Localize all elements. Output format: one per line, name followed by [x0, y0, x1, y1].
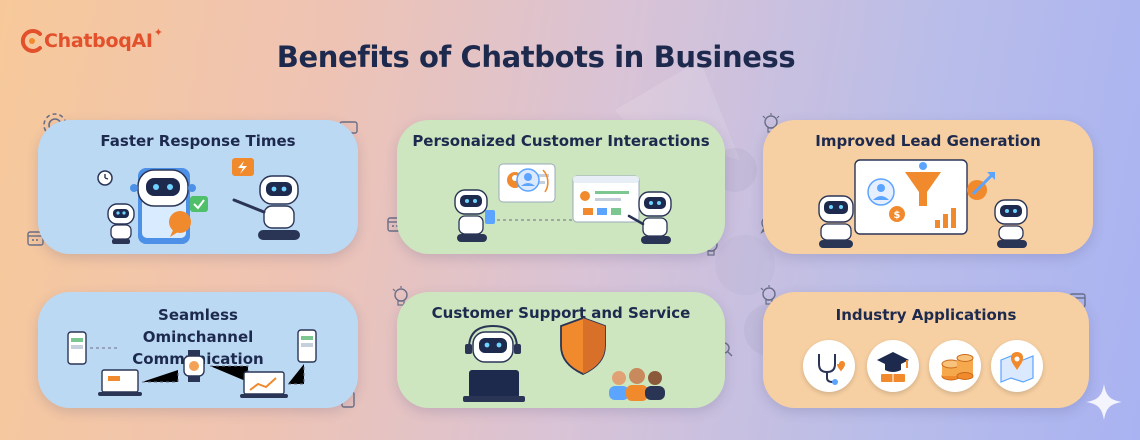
smartwatch-icon: [183, 350, 205, 382]
graduation-cap-book-icon: [867, 340, 919, 392]
page-title: Benefits of Chatbots in Business: [276, 40, 796, 74]
card-customer-support: Customer Support and Service: [397, 292, 725, 408]
lead-generation-illustration: $: [818, 159, 1028, 248]
customers-group-icon: [609, 368, 665, 401]
smartphone-icon: [297, 329, 317, 363]
robot-pointing: [232, 175, 300, 240]
robot-right: [627, 191, 672, 244]
faster-response-illustration: [97, 158, 300, 244]
card-personalized-interactions: Personaized Customer Interactions: [397, 120, 725, 254]
customer-support-illustration: [463, 317, 665, 402]
card-title: Customer Support and Service: [431, 304, 691, 322]
robot-small: [107, 203, 135, 244]
sparkle-icon: [1086, 384, 1122, 420]
laptop-icon: [98, 369, 142, 396]
shield-icon: [560, 317, 606, 375]
personalized-interactions-illustration: [454, 163, 672, 244]
svg-text:$: $: [894, 210, 901, 221]
stethoscope-heart-icon: [803, 340, 855, 392]
card-title: Improved Lead Generation: [815, 132, 1041, 150]
sparkle-icon: ✦: [153, 26, 163, 39]
growth-arrow-icon: [967, 172, 995, 200]
coin-stack-icon: [929, 340, 981, 392]
dollar-coin-icon: $: [889, 206, 905, 222]
whiteboard-screen-icon: [854, 159, 968, 235]
robot-main: [130, 169, 196, 207]
card-omnichannel-communication: Seamless Ominchannel Communication: [38, 292, 358, 408]
card-improved-lead-generation: Improved Lead Generation $: [763, 120, 1093, 254]
clock-icon: [97, 170, 113, 186]
robot-left: [454, 189, 495, 242]
chatbot-logo-icon: [20, 29, 42, 53]
card-title: Personaized Customer Interactions: [412, 132, 710, 150]
card-title: Faster Response Times: [100, 132, 296, 150]
robot-right: [994, 199, 1028, 248]
brand-name: ChatboqAI: [44, 30, 153, 52]
orange-chat-bubble-icon: [169, 211, 191, 237]
laptop-chart-icon: [240, 371, 288, 398]
smartphone-icon: [67, 331, 87, 365]
funnel-icon: [905, 162, 941, 206]
robot-headset: [465, 324, 521, 363]
lightning-bubble-icon: [232, 158, 254, 176]
card-title: Industry Applications: [835, 306, 1017, 324]
card-industry-applications: Industry Applications: [763, 292, 1089, 408]
laptop-icon: [463, 370, 525, 402]
brand-logo: ChatboqAI ✦: [20, 26, 163, 54]
omnichannel-illustration: [67, 329, 317, 398]
card-faster-response-times: Faster Response Times: [38, 120, 358, 254]
map-pin-icon: [991, 340, 1043, 392]
robot-left: [818, 195, 854, 248]
bar-chart-icon: [935, 208, 956, 228]
avatar-circle-icon: [516, 168, 549, 193]
checkmark-icon: [190, 196, 208, 212]
